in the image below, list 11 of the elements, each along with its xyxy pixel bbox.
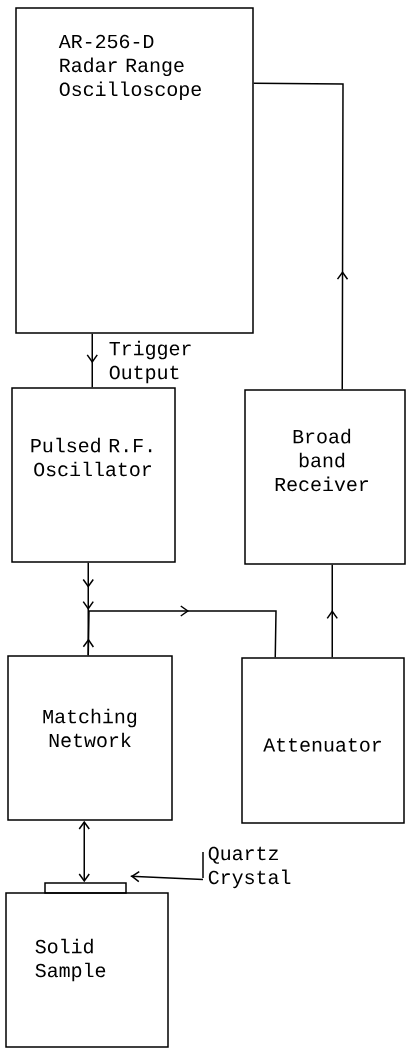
attenuator-box: Attenuator <box>241 657 405 824</box>
crystal-plate <box>44 882 127 894</box>
oscillator-box: Pulsed R.F. Oscillator <box>11 387 176 563</box>
arrow <box>78 820 90 883</box>
receiver-box: Broad band Receiver <box>244 389 406 565</box>
network-box: Matching Network <box>7 655 173 821</box>
edge-label: Trigger Output <box>109 340 191 384</box>
oscilloscope-box: AR-256-D Radar Range Oscilloscope <box>15 7 254 334</box>
callout-label: Quartz Crystal <box>202 846 291 889</box>
sample-box: Solid Sample <box>5 892 169 1048</box>
leader-line <box>130 870 204 883</box>
